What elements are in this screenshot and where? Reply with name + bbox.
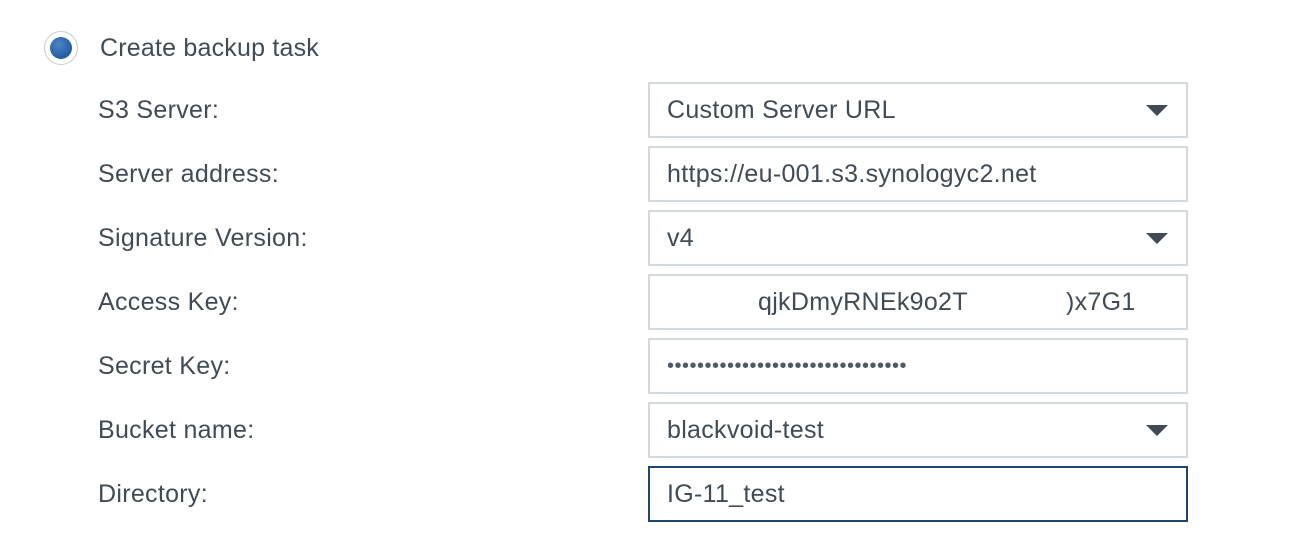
create-backup-task-option[interactable]: Create backup task [44, 28, 319, 68]
bucket-name-select[interactable]: blackvoid-test [648, 402, 1188, 458]
server-address-row: Server address: https://eu-001.s3.synolo… [0, 146, 1300, 202]
access-key-row: Access Key: qjkDmyRNEk9o2T )x7G1 [0, 274, 1300, 330]
radio-selected-icon[interactable] [44, 31, 78, 65]
radio-dot [50, 37, 72, 59]
access-key-label: Access Key: [98, 288, 239, 316]
signature-version-value: v4 [667, 223, 695, 252]
bucket-name-value: blackvoid-test [667, 415, 825, 444]
s3-server-row: S3 Server: Custom Server URL [0, 82, 1300, 138]
s3-server-select[interactable]: Custom Server URL [648, 82, 1188, 138]
chevron-down-icon[interactable] [1146, 425, 1168, 436]
s3-server-label: S3 Server: [98, 96, 220, 124]
secret-key-row: Secret Key: ••••••••••••••••••••••••••••… [0, 338, 1300, 394]
access-key-visible-part-2: )x7G1 [1066, 288, 1136, 316]
bucket-name-label: Bucket name: [98, 416, 255, 444]
s3-server-value: Custom Server URL [667, 95, 896, 124]
server-address-input[interactable]: https://eu-001.s3.synologyc2.net [648, 146, 1188, 202]
server-address-value: https://eu-001.s3.synologyc2.net [667, 159, 1037, 188]
server-address-label: Server address: [98, 160, 279, 188]
directory-row: Directory: IG-11_test [0, 466, 1300, 522]
access-key-visible-part-1: qjkDmyRNEk9o2T [758, 288, 968, 316]
secret-key-input[interactable]: •••••••••••••••••••••••••••••••• [648, 338, 1188, 394]
secret-key-value: •••••••••••••••••••••••••••••••• [667, 354, 908, 377]
directory-input[interactable]: IG-11_test [648, 466, 1188, 522]
directory-label: Directory: [98, 480, 208, 508]
signature-version-row: Signature Version: v4 [0, 210, 1300, 266]
chevron-down-icon[interactable] [1146, 233, 1168, 244]
directory-value: IG-11_test [667, 479, 785, 508]
signature-version-select[interactable]: v4 [648, 210, 1188, 266]
create-backup-task-label: Create backup task [100, 33, 319, 62]
signature-version-label: Signature Version: [98, 224, 308, 252]
secret-key-label: Secret Key: [98, 352, 231, 380]
access-key-input[interactable]: qjkDmyRNEk9o2T )x7G1 [648, 274, 1188, 330]
bucket-name-row: Bucket name: blackvoid-test [0, 402, 1300, 458]
chevron-down-icon[interactable] [1146, 105, 1168, 116]
